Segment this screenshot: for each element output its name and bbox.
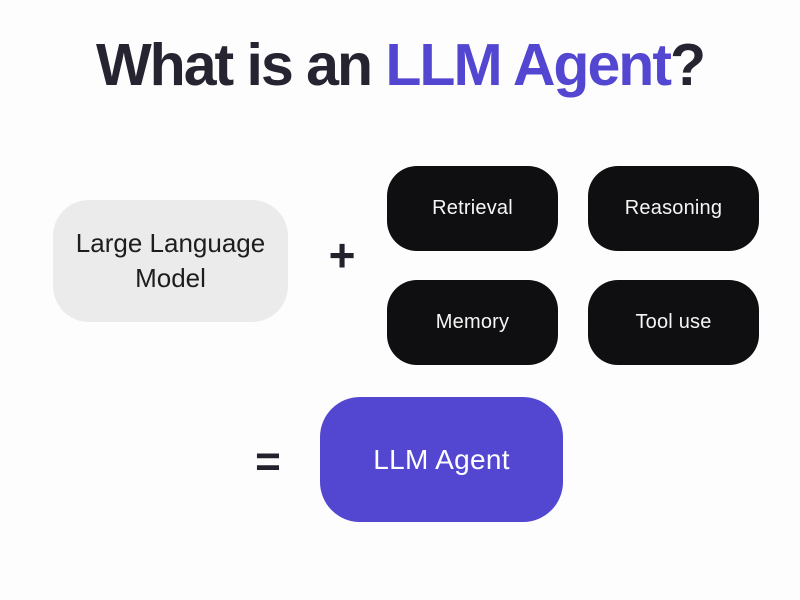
plus-operator: + <box>328 229 356 281</box>
capability-box-tool-use: Tool use <box>588 280 759 365</box>
llm-agent-box: LLM Agent <box>320 397 563 522</box>
large-language-model-box: Large Language Model <box>53 200 288 322</box>
title-highlight: LLM Agent <box>385 32 672 98</box>
capability-box-memory: Memory <box>387 280 558 365</box>
equals-operator: = <box>255 437 281 486</box>
capability-box-retrieval: Retrieval <box>387 166 558 251</box>
capability-grid: Retrieval Reasoning Memory Tool use <box>387 166 759 365</box>
title-prefix: What is an <box>95 32 386 98</box>
capability-box-reasoning: Reasoning <box>588 166 759 251</box>
title-suffix: ? <box>669 32 706 98</box>
page-title: What is an LLM Agent? <box>0 36 800 95</box>
